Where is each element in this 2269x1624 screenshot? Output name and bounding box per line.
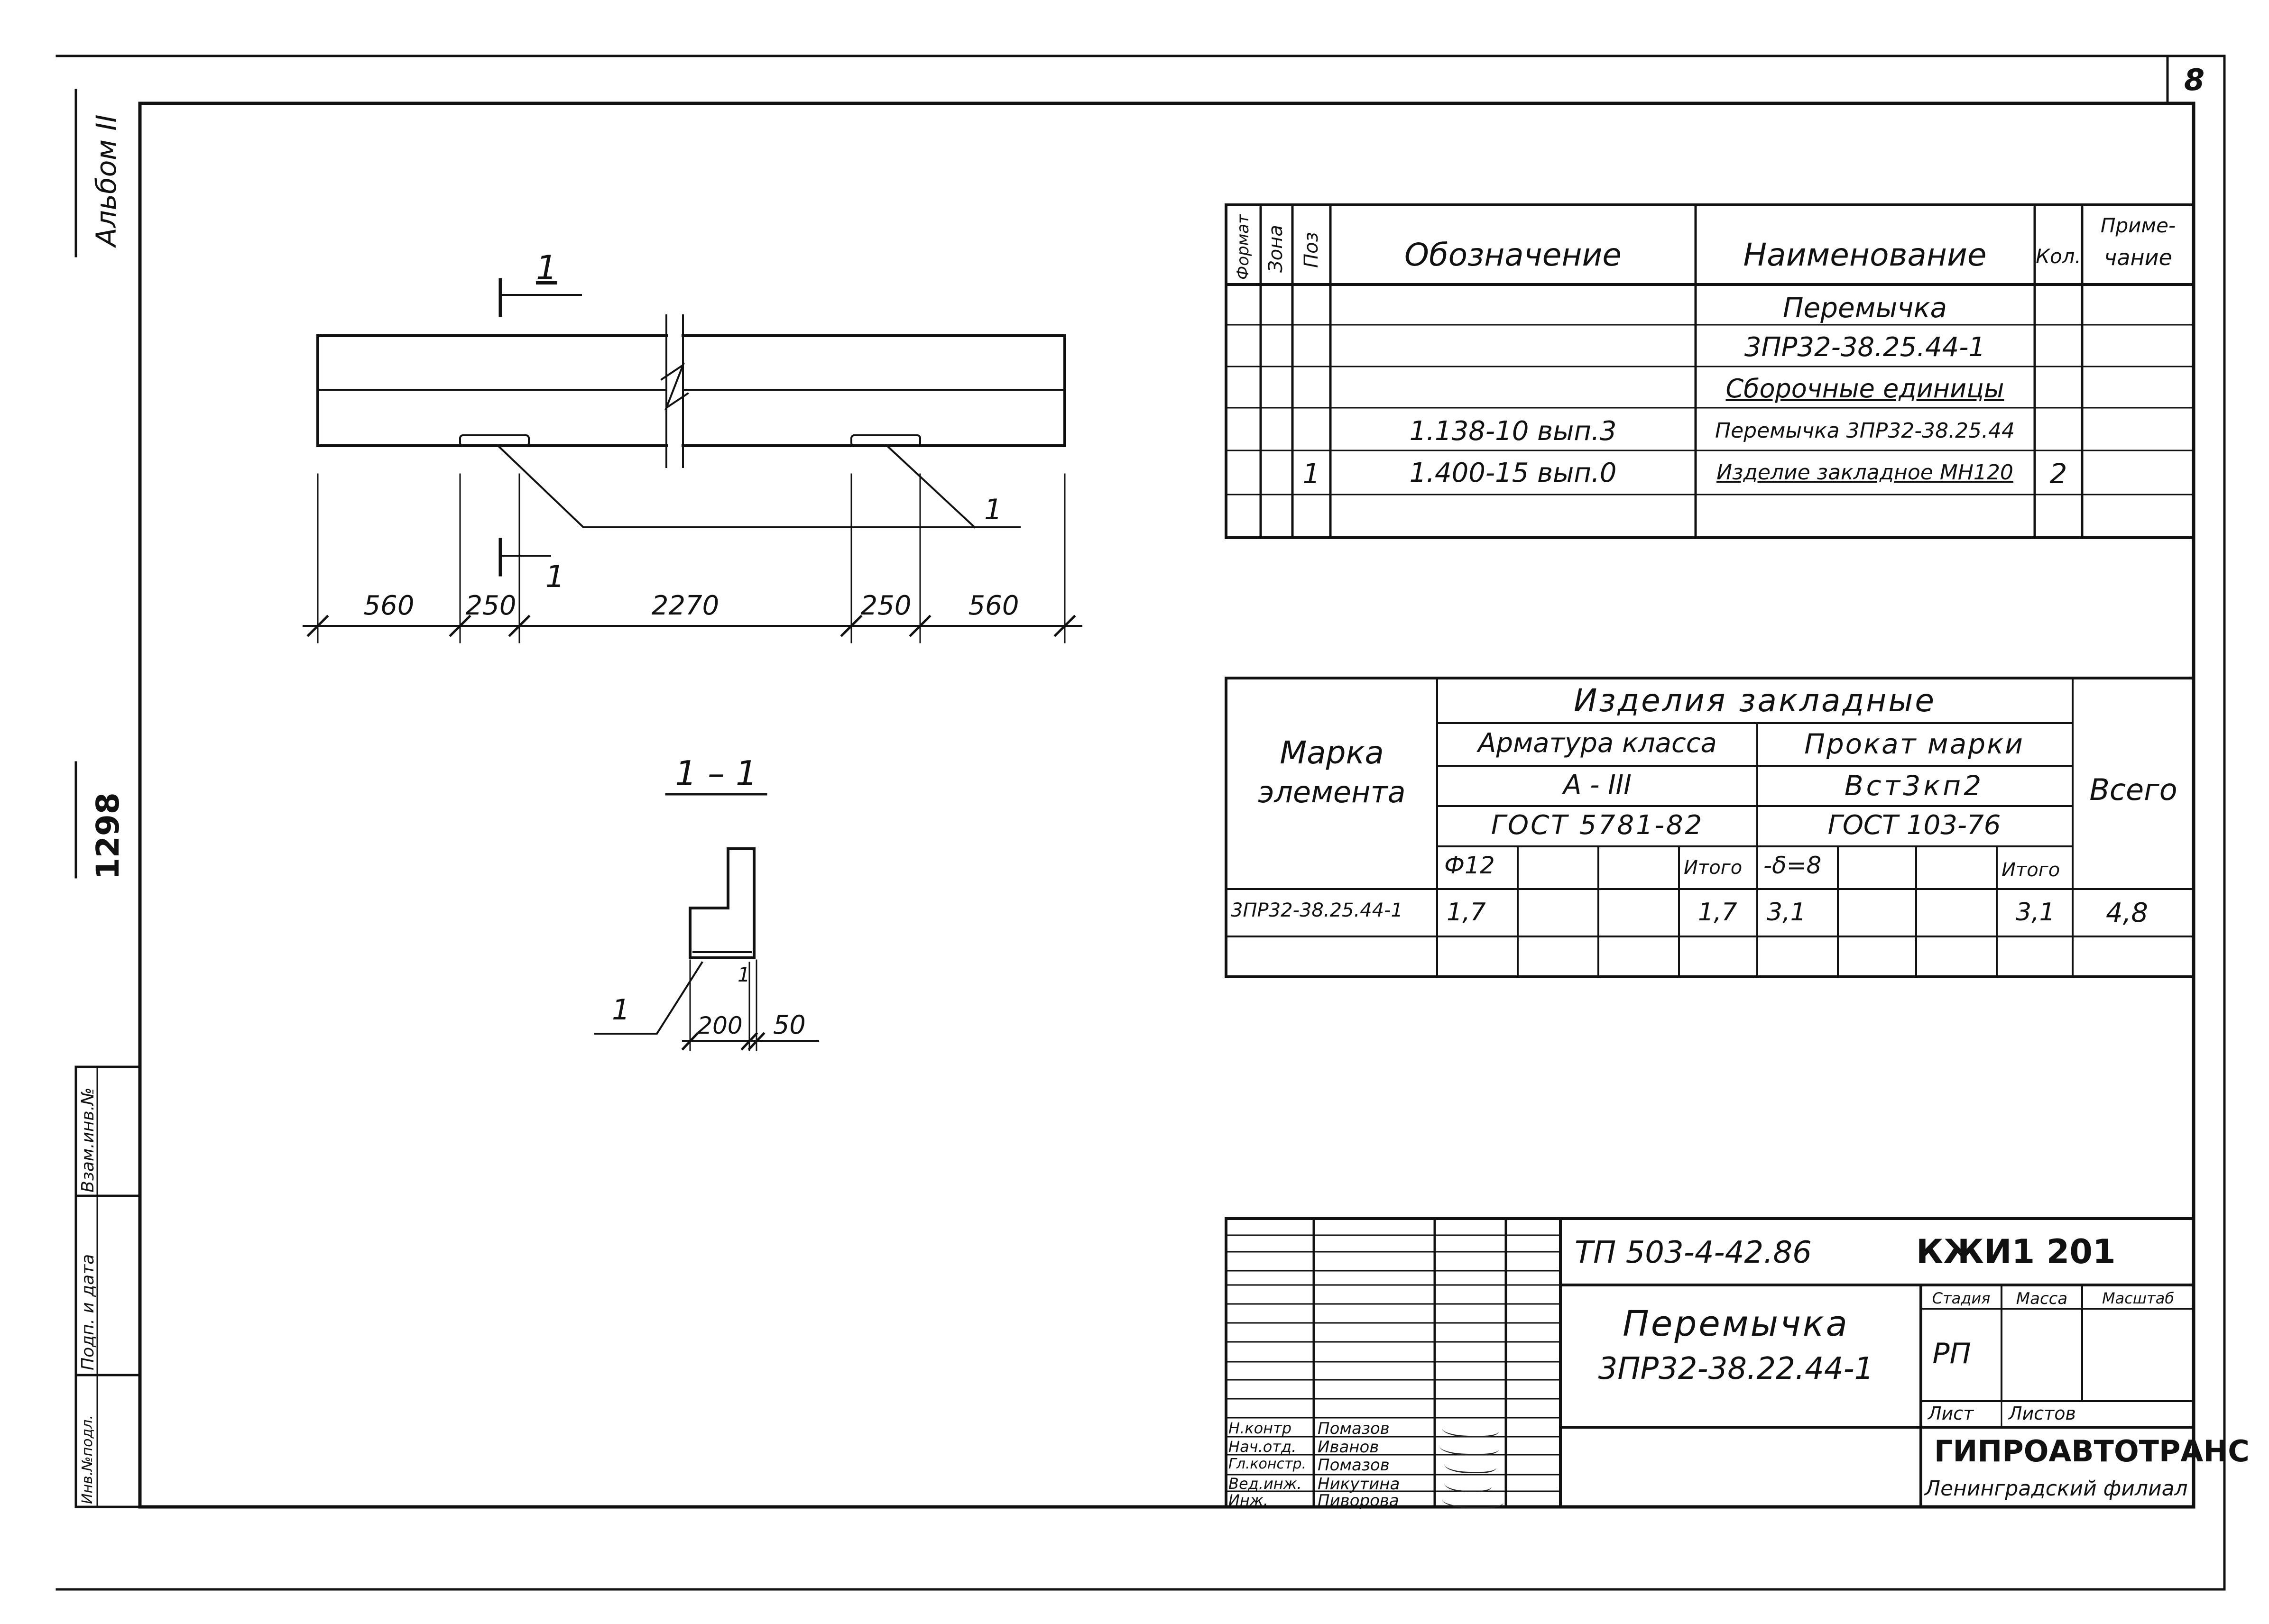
section-mark-top: 1 bbox=[536, 248, 557, 287]
title-sheet-code: КЖИ1 201 bbox=[1916, 1232, 2116, 1271]
embed-row-mark: 3ПР32-38.25.44-1 bbox=[1231, 899, 1403, 921]
title-sheet-label: Лист bbox=[1928, 1403, 1974, 1424]
embed-sub-delta: -δ=8 bbox=[1763, 852, 1822, 879]
embed-sub-phi: Ф12 bbox=[1444, 852, 1495, 879]
section-mark-bottom: 1 bbox=[545, 560, 565, 595]
title-sheets-label: Листов bbox=[2009, 1403, 2076, 1424]
spec-header-name: Наименование bbox=[1743, 237, 1987, 273]
title-scale-label: Масштаб bbox=[2102, 1289, 2175, 1307]
spec-row-2-name: 3ПР32-38.25.44-1 bbox=[1744, 332, 1986, 363]
embed-group-title: Изделия закладные bbox=[1574, 682, 1936, 719]
section-dim-200: 200 bbox=[697, 1012, 743, 1039]
title-stage-value: РП bbox=[1932, 1337, 1971, 1370]
title-stage-label: Стадия bbox=[1932, 1289, 1991, 1307]
spec-row-4-designation: 1.138-10 вып.3 bbox=[1409, 416, 1617, 447]
title-branch: Ленинградский филиал bbox=[1925, 1477, 2188, 1501]
person-role-1: Н.контр bbox=[1228, 1419, 1292, 1437]
embed-rebar-class: Арматура класса bbox=[1478, 728, 1717, 759]
section-dim-50: 50 bbox=[773, 1010, 806, 1040]
title-name-line-1: Перемычка bbox=[1623, 1303, 1849, 1344]
spec-header-designation: Обозначение bbox=[1404, 237, 1622, 273]
embed-row-itogo-1: 1,7 bbox=[1698, 898, 1737, 927]
section-leader-label: 1 bbox=[612, 993, 630, 1027]
title-name-line-2: 3ПР32-38.22.44-1 bbox=[1598, 1351, 1874, 1386]
person-role-3: Гл.констр. bbox=[1228, 1456, 1307, 1472]
spec-header-note-2: чание bbox=[2104, 245, 2172, 270]
dim-250-right: 250 bbox=[860, 590, 912, 621]
signature-3 bbox=[1444, 1455, 1496, 1473]
person-role-2: Нач.отд. bbox=[1228, 1438, 1297, 1456]
spec-row-5-qty: 2 bbox=[2049, 458, 2067, 490]
embed-mark-header-1: Марка bbox=[1280, 734, 1384, 771]
person-role-4: Вед.инж. bbox=[1228, 1475, 1302, 1493]
stamp-inv-no: Инв.№подл. bbox=[79, 1415, 96, 1504]
spec-row-5-designation: 1.400-15 вып.0 bbox=[1409, 458, 1617, 488]
spec-row-5-name: Изделие закладное МН120 bbox=[1716, 460, 2013, 485]
signature-5 bbox=[1442, 1490, 1503, 1508]
stamp-sign-date: Подп. и дата bbox=[78, 1254, 98, 1370]
embed-rebar-gost: ГОСТ 5781-82 bbox=[1491, 810, 1704, 841]
embed-row-delta: 3,1 bbox=[1767, 898, 1806, 927]
spec-header-zone: Зона bbox=[1265, 225, 1287, 273]
embed-sub-itogo-2: Итого bbox=[2002, 859, 2060, 881]
embed-rebar-grade: А - III bbox=[1563, 770, 1632, 800]
spec-header-format: Формат bbox=[1234, 214, 1253, 280]
embed-row-phi: 1,7 bbox=[1447, 898, 1486, 927]
dim-560-right: 560 bbox=[968, 590, 1019, 621]
embed-row-total: 4,8 bbox=[2106, 898, 2149, 928]
spec-row-3-name: Сборочные единицы bbox=[1725, 374, 2004, 404]
spec-header-qty: Кол. bbox=[2036, 245, 2081, 268]
dim-560-left: 560 bbox=[363, 590, 415, 621]
person-name-2: Иванов bbox=[1318, 1438, 1379, 1457]
person-name-1: Помазов bbox=[1318, 1419, 1390, 1438]
stamp-replace-inv: Взам.инв.№ bbox=[78, 1087, 98, 1193]
section-small-mark: 1 bbox=[738, 963, 750, 986]
embed-steel-gost: ГОСТ 103-76 bbox=[1827, 810, 2001, 841]
dim-250-left: 250 bbox=[465, 590, 517, 621]
album-label: Альбом II bbox=[90, 114, 122, 247]
title-code: ТП 503-4-42.86 bbox=[1575, 1235, 1812, 1270]
spec-row-1-name: Перемычка bbox=[1782, 292, 1947, 324]
person-role-5: Инж. bbox=[1228, 1491, 1268, 1509]
title-org: ГИПРОАВТОТРАНС bbox=[1934, 1434, 2250, 1468]
leader-label-left: 1 bbox=[984, 493, 1003, 526]
person-name-3: Помазов bbox=[1318, 1456, 1390, 1475]
page-number: 8 bbox=[2184, 63, 2205, 97]
spec-row-5-pos: 1 bbox=[1302, 458, 1320, 490]
embed-mark-header-2: элемента bbox=[1258, 775, 1406, 809]
spec-header-pos: Поз bbox=[1301, 232, 1322, 268]
embed-row-itogo-2: 3,1 bbox=[2016, 898, 2055, 927]
embed-steel-label: Прокат марки bbox=[1804, 728, 2024, 760]
person-name-4: Никутина bbox=[1318, 1475, 1400, 1494]
embed-sub-itogo-1: Итого bbox=[1684, 857, 1743, 879]
album-code: 1298 bbox=[90, 792, 126, 880]
person-name-5: Пиворова bbox=[1318, 1491, 1399, 1510]
embed-total-header: Всего bbox=[2089, 772, 2177, 807]
spec-row-4-name: Перемычка 3ПР32-38.25.44 bbox=[1715, 419, 2015, 443]
section-title: 1 – 1 bbox=[675, 753, 757, 793]
embed-steel-grade: Вст3кп2 bbox=[1844, 770, 1984, 802]
spec-header-note-1: Приме- bbox=[2100, 214, 2176, 237]
dim-2270: 2270 bbox=[651, 590, 719, 621]
title-mass-label: Масса bbox=[2016, 1289, 2068, 1308]
